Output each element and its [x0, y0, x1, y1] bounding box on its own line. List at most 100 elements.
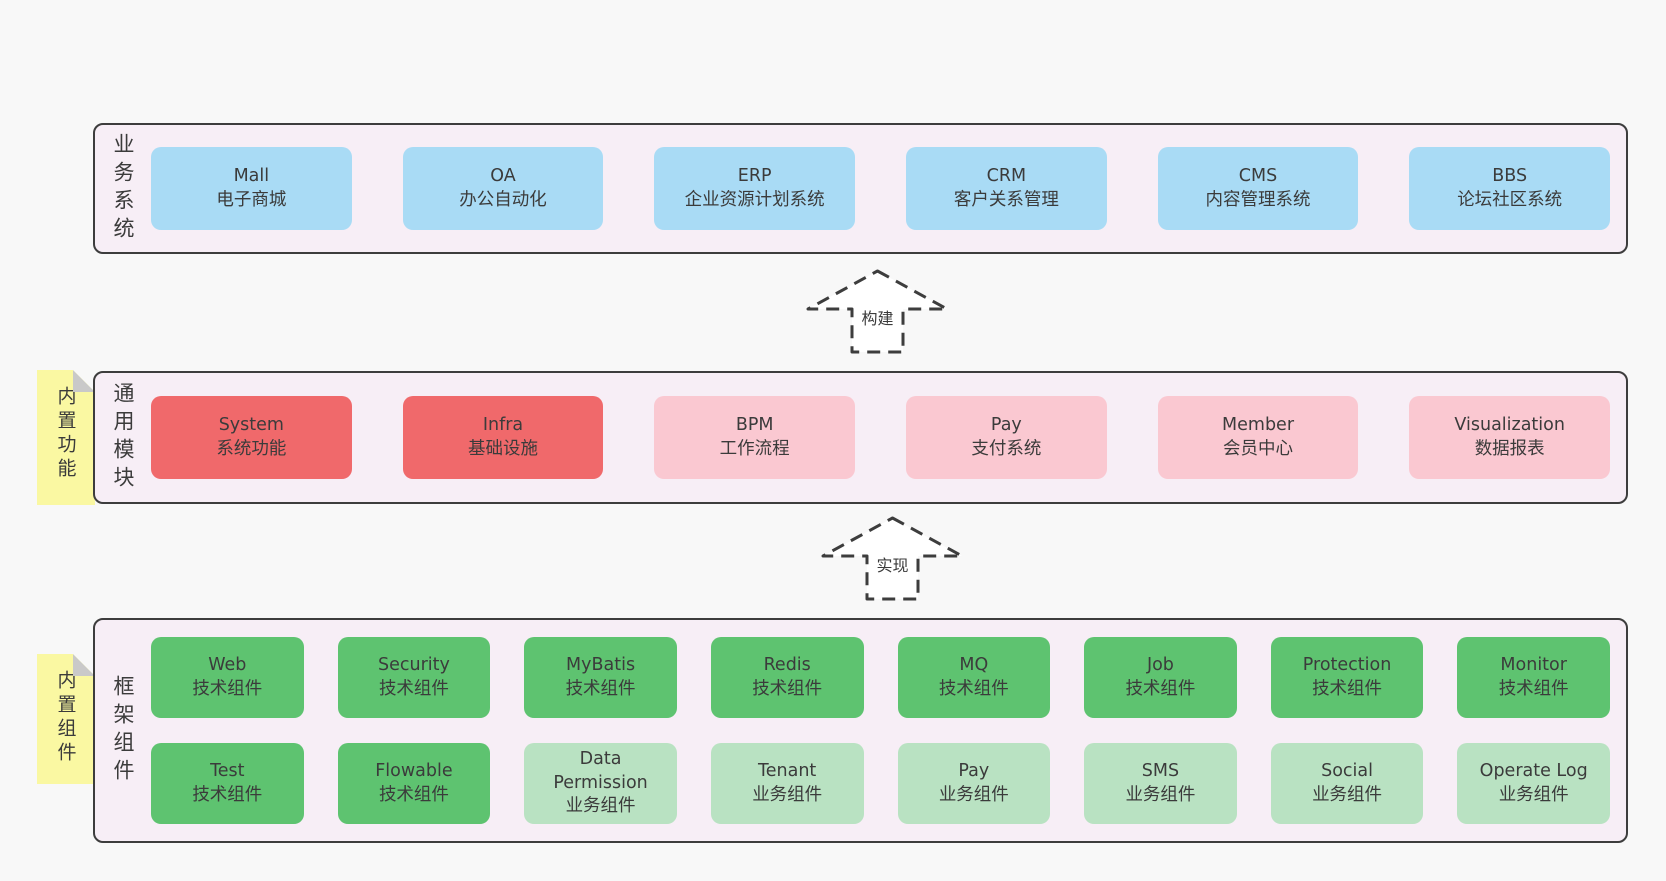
box-subtitle: 企业资源计划系统 — [684, 189, 825, 210]
box-subtitle: 技术组件 — [192, 678, 263, 699]
box-subtitle: 论坛社区系统 — [1457, 189, 1563, 210]
box-subtitle: 基础设施 — [468, 438, 538, 459]
box-subtitle: 数据报表 — [1474, 438, 1545, 459]
build-arrow-label: 构建 — [856, 304, 899, 330]
box-crm: CRM 客户关系管理 — [906, 147, 1107, 230]
box-operate-log: Operate Log 业务组件 — [1457, 743, 1610, 824]
box-subtitle: 技术组件 — [752, 678, 823, 699]
box-title: Pay — [990, 414, 1022, 435]
implement-arrow-label: 实现 — [871, 551, 914, 577]
box-title: Monitor — [1500, 654, 1567, 675]
business-system-boxes: Mall 电子商城 OA 办公自动化 ERP 企业资源计划系统 CRM 客户关系管理 CMS 内容… — [151, 147, 1626, 230]
box-subtitle: 技术组件 — [1125, 678, 1196, 699]
box-title: Social — [1321, 760, 1373, 781]
box-social: Social 业务组件 — [1270, 743, 1424, 824]
box-subtitle: 业务组件 — [565, 796, 636, 817]
band-label-text: 业务系统 — [111, 132, 135, 245]
box-subtitle: 系统功能 — [216, 438, 287, 459]
box-security: Security 技术组件 — [337, 637, 491, 718]
box-test: Test 技术组件 — [151, 743, 304, 824]
box-title: Job — [1146, 654, 1174, 675]
box-subtitle: 技术组件 — [378, 784, 449, 805]
box-title: MQ — [959, 654, 989, 675]
box-subtitle: 客户关系管理 — [953, 189, 1059, 210]
box-title: OA — [490, 165, 516, 186]
box-title: SMS — [1141, 760, 1180, 781]
box-sms: SMS 业务组件 — [1084, 743, 1237, 824]
box-tenant: Tenant 业务组件 — [710, 743, 864, 824]
note-text: 内置组件 — [54, 670, 77, 766]
box-title: Security — [378, 654, 450, 675]
box-visualization: Visualization 数据报表 — [1409, 396, 1611, 479]
box-subtitle: 会员中心 — [1223, 438, 1294, 459]
box-subtitle: 内容管理系统 — [1205, 189, 1311, 210]
box-title: Pay — [958, 760, 990, 781]
box-redis: Redis 技术组件 — [710, 637, 864, 718]
build-arrow: 构建 — [805, 268, 950, 355]
box-subtitle: 工作流程 — [719, 438, 790, 459]
box-title: Test — [210, 760, 245, 781]
box-erp: ERP 企业资源计划系统 — [654, 147, 856, 230]
box-title: Visualization — [1454, 414, 1565, 435]
band-label-text: 通用模块 — [111, 381, 135, 494]
box-subtitle: 业务组件 — [1312, 784, 1383, 805]
box-bbs: BBS 论坛社区系统 — [1409, 147, 1611, 230]
box-title: Redis — [763, 654, 811, 675]
box-web: Web 技术组件 — [151, 637, 304, 718]
band-label-text: 框架组件 — [111, 674, 135, 787]
note-fold-corner — [73, 654, 95, 676]
box-subtitle: 业务组件 — [938, 784, 1009, 805]
box-bpm: BPM 工作流程 — [654, 396, 856, 479]
note-text: 内置功能 — [54, 386, 77, 482]
box-title: ERP — [737, 165, 772, 186]
box-subtitle: 技术组件 — [1498, 678, 1569, 699]
box-title: Tenant — [758, 760, 817, 781]
box-data-permission: Data Permission 业务组件 — [524, 743, 677, 824]
box-subtitle: 业务组件 — [1498, 784, 1569, 805]
implement-arrow: 实现 — [820, 515, 965, 602]
box-subtitle: 办公自动化 — [459, 189, 547, 210]
box-monitor: Monitor 技术组件 — [1457, 637, 1610, 718]
box-title: MyBatis — [566, 654, 636, 675]
box-mall: Mall 电子商城 — [151, 147, 352, 230]
box-subtitle: 电子商城 — [216, 189, 287, 210]
box-pay: Pay 支付系统 — [906, 396, 1107, 479]
box-subtitle: 技术组件 — [378, 678, 449, 699]
box-title: BBS — [1492, 165, 1528, 186]
box-title: Data Permission — [553, 748, 648, 793]
box-title: Infra — [482, 414, 524, 435]
note-fold-corner — [73, 370, 95, 392]
box-subtitle: 支付系统 — [971, 438, 1042, 459]
box-job: Job 技术组件 — [1084, 637, 1237, 718]
box-subtitle: 业务组件 — [1125, 784, 1196, 805]
box-title: BPM — [735, 414, 774, 435]
box-oa: OA 办公自动化 — [402, 147, 604, 230]
box-subtitle: 技术组件 — [192, 784, 263, 805]
box-title: Mall — [233, 165, 270, 186]
box-title: Operate Log — [1479, 760, 1588, 781]
box-title: CMS — [1238, 165, 1278, 186]
box-pay: Pay 业务组件 — [897, 743, 1051, 824]
band-label-common-modules: 通用模块 — [95, 382, 151, 494]
box-title: System — [218, 414, 284, 435]
band-common-modules: 通用模块 System 系统功能 Infra 基础设施 BPM 工作流程 Pay 支付系统 Me… — [93, 371, 1628, 504]
box-mybatis: MyBatis 技术组件 — [524, 637, 677, 718]
band-label-business-systems: 业务系统 — [95, 133, 151, 245]
sticky-note-built-in-functions: 内置功能 — [37, 370, 95, 505]
box-title: CRM — [986, 165, 1027, 186]
box-title: Web — [208, 654, 247, 675]
box-cms: CMS 内容管理系统 — [1157, 147, 1359, 230]
box-subtitle: 业务组件 — [752, 784, 823, 805]
box-subtitle: 技术组件 — [565, 678, 636, 699]
box-system: System 系统功能 — [151, 396, 352, 479]
sticky-note-built-in-components: 内置组件 — [37, 654, 95, 784]
